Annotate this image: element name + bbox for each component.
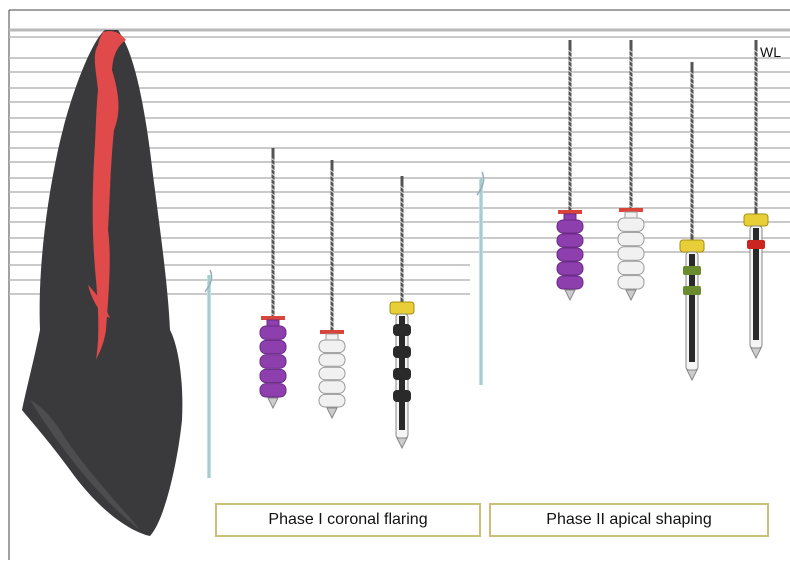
handle-segment: [260, 369, 286, 382]
handle-end: [327, 408, 337, 418]
handle-segment: [557, 262, 583, 275]
endodontic-file: [557, 40, 583, 300]
handle-segment: [319, 394, 345, 407]
phase1-label: Phase I coronal flaring: [268, 511, 427, 529]
endodontic-file: [260, 148, 286, 408]
handle-end: [268, 398, 278, 408]
phase1-label-box: Phase I coronal flaring: [215, 503, 481, 537]
endodontic-file: [618, 40, 644, 300]
handle-segment: [319, 367, 345, 380]
handle-segment: [260, 355, 286, 368]
phase2-label-box: Phase II apical shaping: [489, 503, 769, 537]
color-band-secondary: [683, 266, 701, 275]
color-band-secondary: [747, 240, 765, 249]
handle-end: [751, 348, 761, 358]
handle-segment: [319, 354, 345, 367]
endodontic-file: [319, 160, 345, 418]
handle-neck: [564, 214, 576, 220]
handle-segment: [260, 326, 286, 339]
phase2-guide-wire: [477, 172, 484, 385]
rubber-stopper: [619, 208, 643, 212]
handle-end: [565, 290, 575, 300]
handle-segment: [319, 340, 345, 353]
handle-segment: [557, 220, 583, 233]
handle-segment: [618, 276, 644, 289]
rubber-stopper: [261, 316, 285, 320]
handle-segment: [260, 384, 286, 397]
handle-neck: [267, 320, 279, 326]
handle-neck: [326, 334, 338, 340]
handle-ring: [393, 346, 411, 358]
handle-segment: [618, 232, 644, 245]
color-band-yellow: [390, 302, 414, 314]
handle-segment: [260, 340, 286, 353]
handle-segment: [618, 247, 644, 260]
rubber-stopper: [558, 210, 582, 214]
endodontic-file: [680, 62, 704, 380]
handle-segment: [618, 218, 644, 231]
files-group: [260, 40, 768, 448]
rubber-stopper: [320, 330, 344, 334]
handle-segment: [319, 381, 345, 394]
handle-ring: [393, 324, 411, 336]
color-band-yellow: [744, 214, 768, 226]
handle-ring: [393, 390, 411, 402]
handle-segment: [618, 261, 644, 274]
handle-end: [687, 370, 697, 380]
handle-end: [397, 438, 407, 448]
handle-ring: [393, 368, 411, 380]
handle-segment: [557, 234, 583, 247]
endodontic-file: [390, 176, 414, 448]
phase2-label: Phase II apical shaping: [546, 511, 711, 529]
handle-segment: [557, 276, 583, 289]
tooth-illustration: [22, 30, 182, 536]
color-band-secondary: [683, 286, 701, 295]
handle-neck: [625, 212, 637, 218]
working-length-label: WL: [760, 44, 781, 60]
handle-segment: [557, 248, 583, 261]
handle-end: [626, 290, 636, 300]
color-band-yellow: [680, 240, 704, 252]
phase1-guide-wire: [205, 270, 212, 478]
